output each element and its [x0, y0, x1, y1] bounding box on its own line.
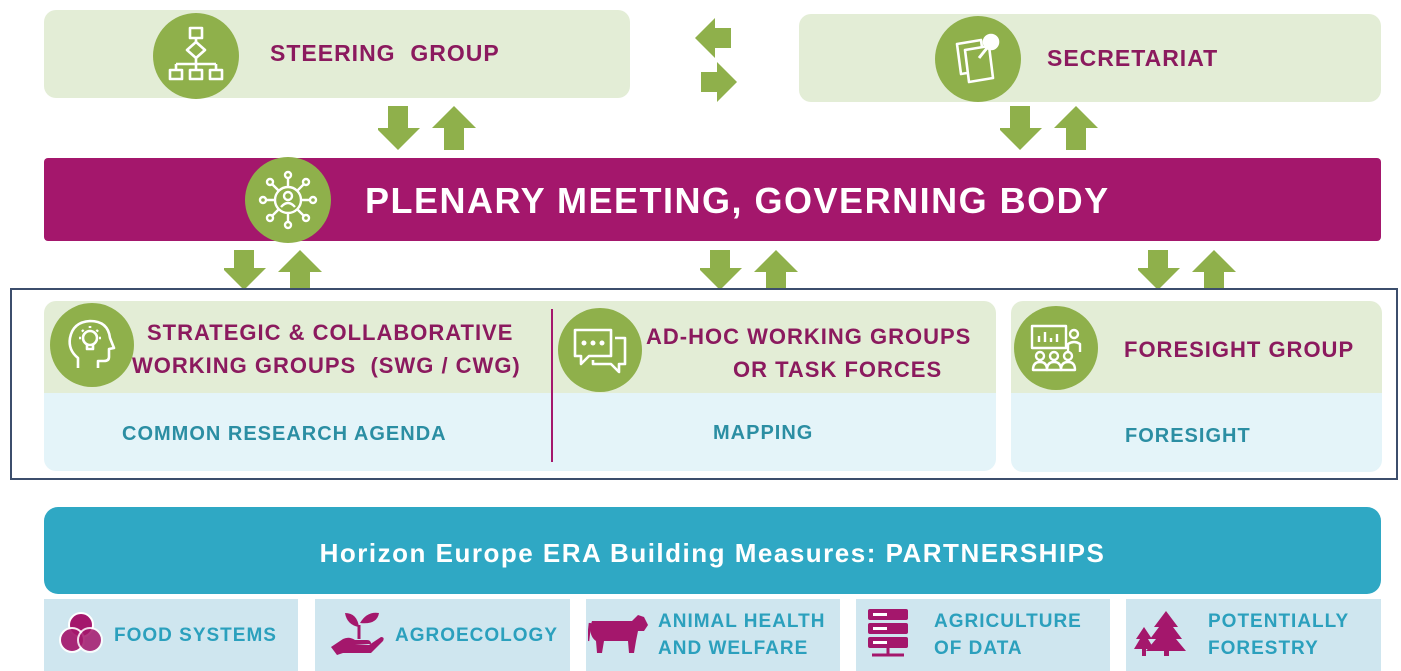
left-right-arrows-icon: [695, 18, 737, 102]
strategic-adhoc-body: [44, 393, 996, 471]
up-down-arrows-icon: [700, 250, 798, 290]
strategic-title-line2: WORKING GROUPS (SWG / CWG): [132, 353, 521, 378]
strategic-adhoc-divider: [551, 309, 553, 462]
strategic-icon-circle: [50, 303, 134, 387]
foresight-body: [1011, 393, 1382, 472]
hand-sprout-icon: [329, 609, 385, 662]
partnership-agriculture-data: AGRICULTURE OF DATA: [856, 599, 1110, 671]
adhoc-output: MAPPING: [713, 422, 814, 444]
foresight-title: FORESIGHT GROUP: [1124, 337, 1355, 362]
strategic-adhoc-box: [44, 301, 996, 471]
partnership-label: AGRICULTURE OF DATA: [934, 611, 1082, 659]
strategic-output: COMMON RESEARCH AGENDA: [122, 423, 447, 445]
steering-group-box: [44, 10, 630, 98]
server-icon: [866, 607, 910, 664]
foresight-output: FORESIGHT: [1125, 425, 1251, 447]
cow-icon: [586, 611, 650, 660]
up-down-arrows-icon: [224, 250, 322, 290]
partnership-forestry: POTENTIALLY FORESTRY: [1126, 599, 1381, 671]
horizon-bar: [44, 507, 1381, 594]
adhoc-title-line2: OR TASK FORCES: [733, 357, 943, 382]
up-down-arrows-icon: [378, 106, 476, 150]
partnership-label: FOOD SYSTEMS: [114, 624, 277, 646]
working-groups-frame: [10, 288, 1398, 480]
partnership-food-systems: FOOD SYSTEMS: [44, 599, 298, 671]
chat-bubbles-icon: [573, 328, 627, 374]
secretariat-icon-circle: [935, 16, 1021, 102]
plenary-title: PLENARY MEETING, GOVERNING BODY: [365, 180, 1110, 221]
up-down-arrows-icon: [1000, 106, 1098, 150]
adhoc-icon-circle: [558, 308, 642, 392]
exchange-arrows: [695, 14, 741, 111]
presentation-group-icon: [1030, 324, 1082, 372]
flowchart-icon: [168, 26, 224, 81]
up-down-arrows-icon: [1138, 250, 1236, 290]
adhoc-title-line1: AD-HOC WORKING GROUPS: [646, 324, 972, 349]
partnership-animal-health: ANIMAL HEALTH AND WELFARE: [586, 599, 840, 671]
partnership-label: POTENTIALLY FORESTRY: [1208, 611, 1350, 659]
trees-icon: [1132, 609, 1186, 662]
plenary-adhoc-arrows: [700, 250, 800, 290]
notes-pin-icon: [955, 33, 1000, 84]
partnership-agroecology: AGROECOLOGY: [315, 599, 570, 671]
partnership-label: ANIMAL HEALTH AND WELFARE: [658, 611, 826, 659]
venn-circles-icon: [58, 610, 104, 661]
head-lightbulb-icon: [68, 319, 116, 368]
horizon-title: Horizon Europe ERA Building Measures: PA…: [319, 538, 1106, 568]
plenary-strategic-arrows: [224, 250, 324, 290]
steering-group-title: STEERING GROUP: [270, 40, 500, 66]
secretariat-title: SECRETARIAT: [1047, 45, 1219, 71]
steering-plenary-arrows: [378, 106, 478, 152]
strategic-adhoc-header: [44, 301, 996, 393]
secretariat-box: [799, 14, 1381, 102]
strategic-title-line1: STRATEGIC & COLLABORATIVE: [147, 320, 514, 345]
secretariat-plenary-arrows: [1000, 106, 1100, 152]
foresight-icon-circle: [1014, 306, 1098, 390]
plenary-icon-circle: [245, 157, 331, 243]
steering-icon-circle: [153, 13, 239, 99]
plenary-foresight-arrows: [1138, 250, 1238, 290]
network-person-icon: [258, 170, 318, 230]
partnership-label: AGROECOLOGY: [395, 624, 559, 646]
